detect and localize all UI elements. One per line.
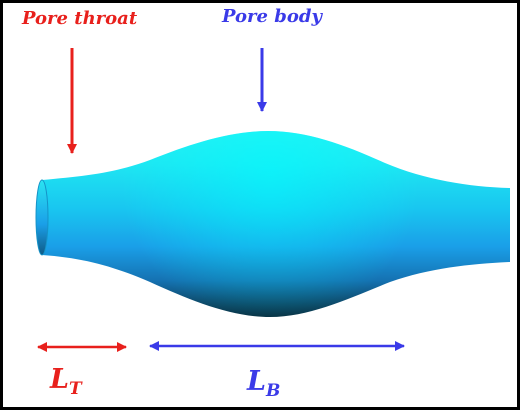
pore-body-label: Pore body [222,6,322,27]
body-length-subscript: B [265,381,281,401]
throat-end-left [35,179,49,256]
throat-length-label: LT [50,364,82,399]
body-length-symbol: L [247,366,266,397]
pore-throat-label: Pore throat [22,8,138,29]
pore-highlight [42,131,510,317]
throat-length-symbol: L [50,364,69,395]
throat-length-subscript: T [68,379,82,399]
body-length-label: LB [247,366,280,401]
